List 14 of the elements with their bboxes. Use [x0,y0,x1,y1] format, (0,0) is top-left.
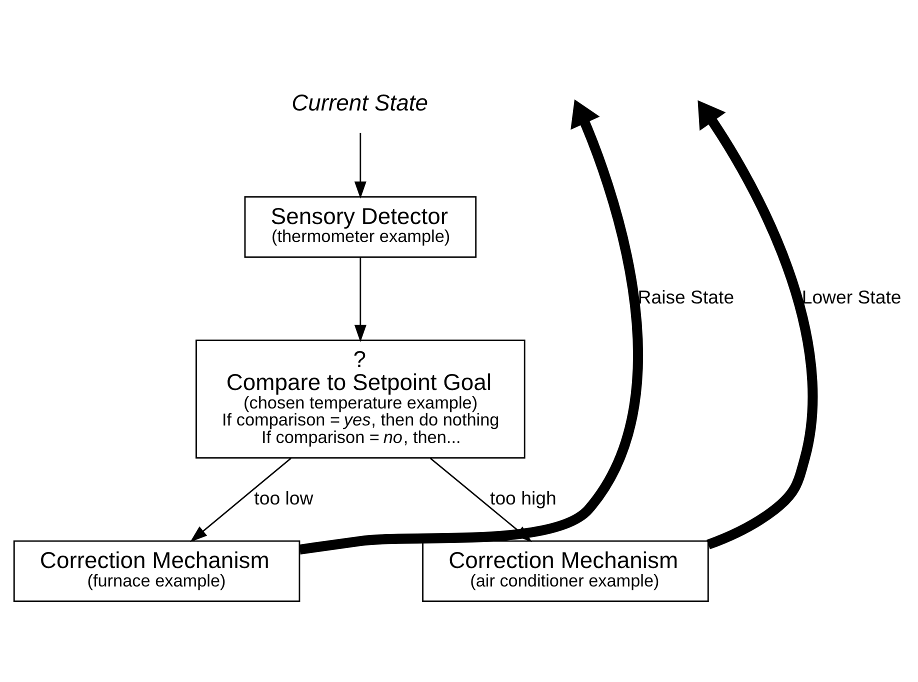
node-text: Current State [292,90,428,116]
edge-label: Lower State [802,286,902,308]
node-box: Correction Mechanism (furnace example) [13,540,300,602]
node-box: Correction Mechanism (air conditioner example) [422,540,709,602]
arrow [698,100,818,550]
edge-label: too low [254,487,314,508]
node-box: ? Compare to Setpoint Goal (chosen temperature example) If comparison = yes, then do nothing If comparison = no, then... [196,340,526,459]
edge-label: too high [490,487,556,508]
arrow [354,257,366,342]
arrow [190,458,292,542]
arrow [354,132,366,199]
edge-label: Raise State [638,286,734,308]
node-box: Sensory Detector (thermometer example) [244,196,477,258]
arrow [299,99,643,555]
